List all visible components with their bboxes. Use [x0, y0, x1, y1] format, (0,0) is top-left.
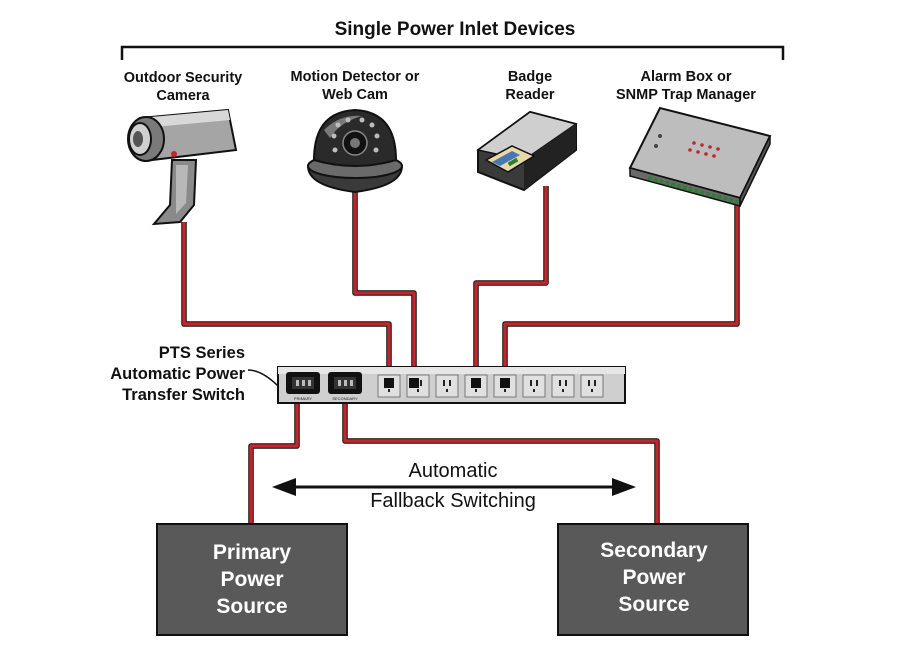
- badge-reader-icon: [476, 110, 578, 192]
- svg-text:Primary: Primary: [213, 541, 292, 564]
- outlet-plugs: [384, 378, 510, 388]
- secondary-power-source: Secondary Power Source: [557, 523, 749, 636]
- svg-text:Automatic: Automatic: [409, 460, 498, 482]
- pts-leader-line: [247, 369, 279, 387]
- svg-text:Transfer Switch: Transfer Switch: [122, 386, 245, 404]
- alarm-box-icon: [628, 106, 772, 207]
- svg-text:Fallback Switching: Fallback Switching: [370, 490, 536, 512]
- cable-security-camera: [182, 222, 391, 382]
- svg-text:Outdoor Security: Outdoor Security: [124, 70, 242, 86]
- secondary-inlet: SECONDARY: [328, 372, 362, 401]
- device-label-motion-detector: Motion Detector or Web Cam: [291, 69, 420, 103]
- svg-text:PRIMARY: PRIMARY: [294, 396, 312, 401]
- svg-text:Web Cam: Web Cam: [322, 87, 388, 103]
- pts-switch-label: PTS Series Automatic Power Transfer Swit…: [110, 344, 245, 404]
- primary-inlet: PRIMARY: [286, 372, 320, 401]
- cable-badge-reader: [474, 186, 548, 382]
- svg-text:Power: Power: [622, 566, 685, 589]
- cable-alarm-box: [503, 198, 739, 382]
- svg-text:SECONDARY: SECONDARY: [332, 396, 358, 401]
- svg-text:Power: Power: [220, 568, 283, 591]
- svg-text:PTS Series: PTS Series: [159, 344, 245, 362]
- svg-text:Alarm Box or: Alarm Box or: [640, 69, 731, 85]
- diagram-title: Single Power Inlet Devices: [335, 19, 576, 40]
- title-bracket: [120, 45, 785, 60]
- primary-power-source: Primary Power Source: [156, 523, 348, 636]
- svg-text:Automatic Power: Automatic Power: [110, 365, 245, 383]
- svg-text:Source: Source: [618, 593, 689, 616]
- svg-text:Badge: Badge: [508, 69, 552, 85]
- security-camera-icon: [127, 108, 238, 226]
- svg-text:Secondary: Secondary: [600, 539, 708, 562]
- svg-text:Motion Detector or: Motion Detector or: [291, 69, 420, 85]
- fallback-double-arrow: [272, 478, 636, 496]
- cable-secondary-source: [343, 392, 659, 526]
- svg-text:SNMP Trap Manager: SNMP Trap Manager: [616, 87, 756, 103]
- transfer-switch-strip: PRIMARY SECONDARY: [277, 366, 626, 404]
- device-label-alarm-box: Alarm Box or SNMP Trap Manager: [616, 69, 756, 103]
- device-label-security-camera: Outdoor Security Camera: [124, 70, 242, 104]
- fallback-label: Automatic Fallback Switching: [370, 460, 536, 512]
- svg-text:Camera: Camera: [156, 88, 210, 104]
- dome-camera-icon: [306, 108, 404, 194]
- device-label-badge-reader: Badge Reader: [505, 69, 555, 103]
- power-cables: [182, 186, 739, 526]
- cable-primary-source: [249, 392, 299, 526]
- svg-text:Source: Source: [216, 595, 287, 618]
- cable-motion-detector: [353, 190, 416, 382]
- svg-text:Reader: Reader: [505, 87, 555, 103]
